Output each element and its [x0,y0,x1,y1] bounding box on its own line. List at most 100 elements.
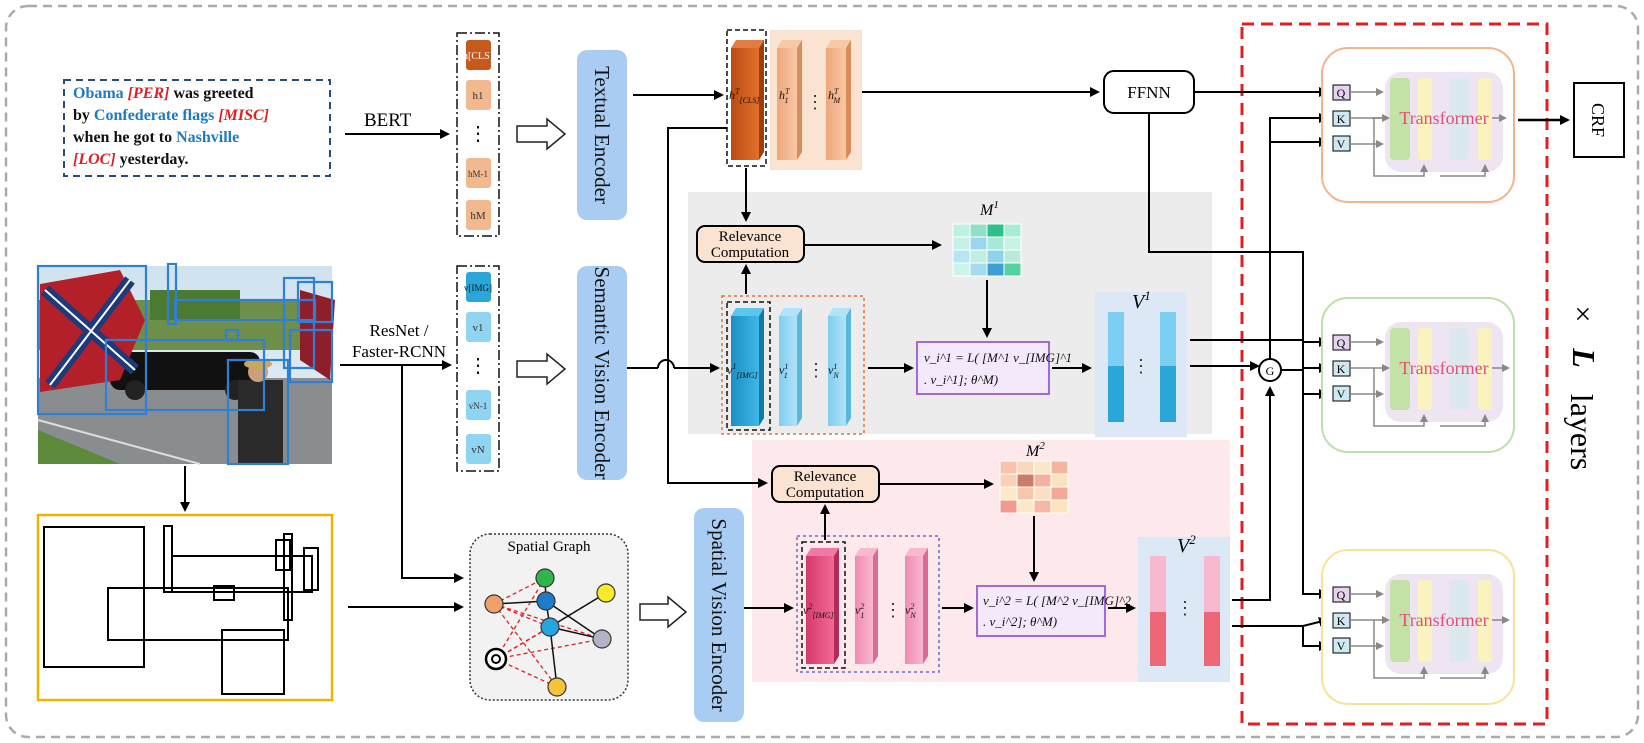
bar-h-m [826,40,851,160]
svg-text:Computation: Computation [786,485,865,501]
v1-label: V1 [1132,288,1151,313]
transformer-region [1240,22,1549,726]
formula-1 [916,341,1050,395]
svg-text:. v_i^1]; θ^M): . v_i^1]; θ^M) [924,372,998,387]
spatial-vision-encoder [694,508,744,722]
token-h-1 [466,80,491,110]
svg-text:Relevance: Relevance [719,229,782,245]
svg-text:K: K [1337,614,1346,628]
semantic-vision-encoder [577,266,627,480]
svg-text:. v_i^2]; θ^M): . v_i^2]; θ^M) [983,614,1057,629]
svg-text:v11: v11 [779,362,788,380]
v2-bar-right [1204,556,1220,666]
svg-text:Q: Q [1337,336,1346,350]
resnet-label-2: Faster-RCNN [352,342,446,361]
svg-text:Computation: Computation [711,245,790,261]
transformer-block-top: Transformer Q K V [1321,47,1515,203]
svg-text:⋮: ⋮ [1132,356,1150,376]
v1-bar-right [1160,312,1176,422]
bar-v-img-2 [806,548,839,664]
svg-text:Transformer: Transformer [1399,358,1488,378]
svg-text:hT1: hT1 [779,87,790,105]
svg-text:v1N: v1N [828,362,839,380]
bar-v-1-spatial [855,548,878,664]
svg-text:v1: v1 [473,322,484,334]
svg-text:K: K [1337,112,1346,126]
svg-text:h[CLS]: h[CLS] [463,51,493,62]
sentence-line-4: [LOC] yesterday. [73,151,189,168]
sentence-box [63,79,331,177]
bar-h-cls [731,40,764,160]
graph-node [596,583,616,603]
graph-node [535,568,555,588]
m2-label: M2 [1025,440,1045,460]
token-h-cls [466,40,491,70]
transformer-block-bottom: Transformer Q K V [1321,549,1515,705]
svg-text:⋮: ⋮ [884,600,902,620]
bar-v-n-spatial [905,548,928,664]
svg-text:V: V [1337,639,1346,653]
svg-text:Transformer: Transformer [1399,610,1488,630]
svg-text:Textual Encoder: Textual Encoder [590,66,614,204]
svg-text:layers: layers [1564,394,1600,470]
svg-text:⋮: ⋮ [468,123,488,145]
svg-text:vN: vN [471,444,485,456]
graph-node [484,594,504,614]
sentence-line-1: Obama [PER] was greeted [73,85,254,102]
svg-text:L: L [1566,347,1602,368]
m2-matrix [999,460,1069,514]
token-h-m-1 [466,158,491,188]
bar-v-img-1 [731,308,764,426]
token-h-m [466,200,491,230]
svg-text:vN-1: vN-1 [469,401,488,411]
svg-text:Q: Q [1337,86,1346,100]
v2-bar-left [1150,556,1166,666]
svg-text:FFNN: FFNN [1127,83,1170,102]
svg-text:Q: Q [1337,588,1346,602]
spa-feature-box [796,535,940,673]
svg-text:v[IMG]: v[IMG] [464,283,492,293]
bbox-rectangles [43,525,319,695]
h-cls-box [726,29,767,167]
graph-node [547,677,567,697]
svg-text:V: V [1337,137,1346,151]
bert-label: BERT [364,110,412,131]
sentence-line-2: by Confederate flags [MISC] [73,107,269,124]
sentence-line-3: when he got to Nashville [73,129,239,146]
bar-v-n [828,308,851,426]
m1-label: M1 [979,199,999,219]
svg-text:⋮: ⋮ [468,355,488,377]
outer-frame [4,4,1640,739]
bar-v-1 [779,308,802,426]
street-image [36,262,335,466]
svg-text:V: V [1337,387,1346,401]
svg-text:Semantic Vision Encoder: Semantic Vision Encoder [590,267,614,480]
svg-text:v_i^2 = L( [M^2 v_[IMG]^2: v_i^2 = L( [M^2 v_[IMG]^2 [983,593,1131,608]
token-v-n [466,434,491,464]
resnet-label-1: ResNet / [369,321,428,340]
svg-text:h1: h1 [473,90,484,102]
bar-h-1 [777,40,802,160]
sem-feature-box [721,295,865,435]
token-v-n-1 [466,390,491,420]
v1-bar-left [1108,312,1124,422]
svg-text:⋮: ⋮ [1176,598,1194,618]
svg-text:hM-1: hM-1 [468,169,488,179]
graph-node [540,617,560,637]
transformer-block-middle: Transformer Q K V [1321,297,1515,453]
m1-matrix [952,223,1022,277]
graph-node [536,591,556,611]
svg-text:⋮: ⋮ [807,360,825,380]
svg-text:K: K [1337,362,1346,376]
layers-label: × L layers [1564,306,1602,471]
svg-text:v2N: v2N [905,602,916,620]
formula-2 [976,585,1106,637]
textual-encoder [577,50,627,220]
graph-node [592,629,612,649]
crf-box [1573,82,1625,158]
svg-text:Transformer: Transformer [1399,108,1488,128]
svg-text:⋮: ⋮ [806,92,824,112]
svg-text:×: × [1566,306,1599,323]
svg-text:CRF: CRF [1588,103,1608,137]
